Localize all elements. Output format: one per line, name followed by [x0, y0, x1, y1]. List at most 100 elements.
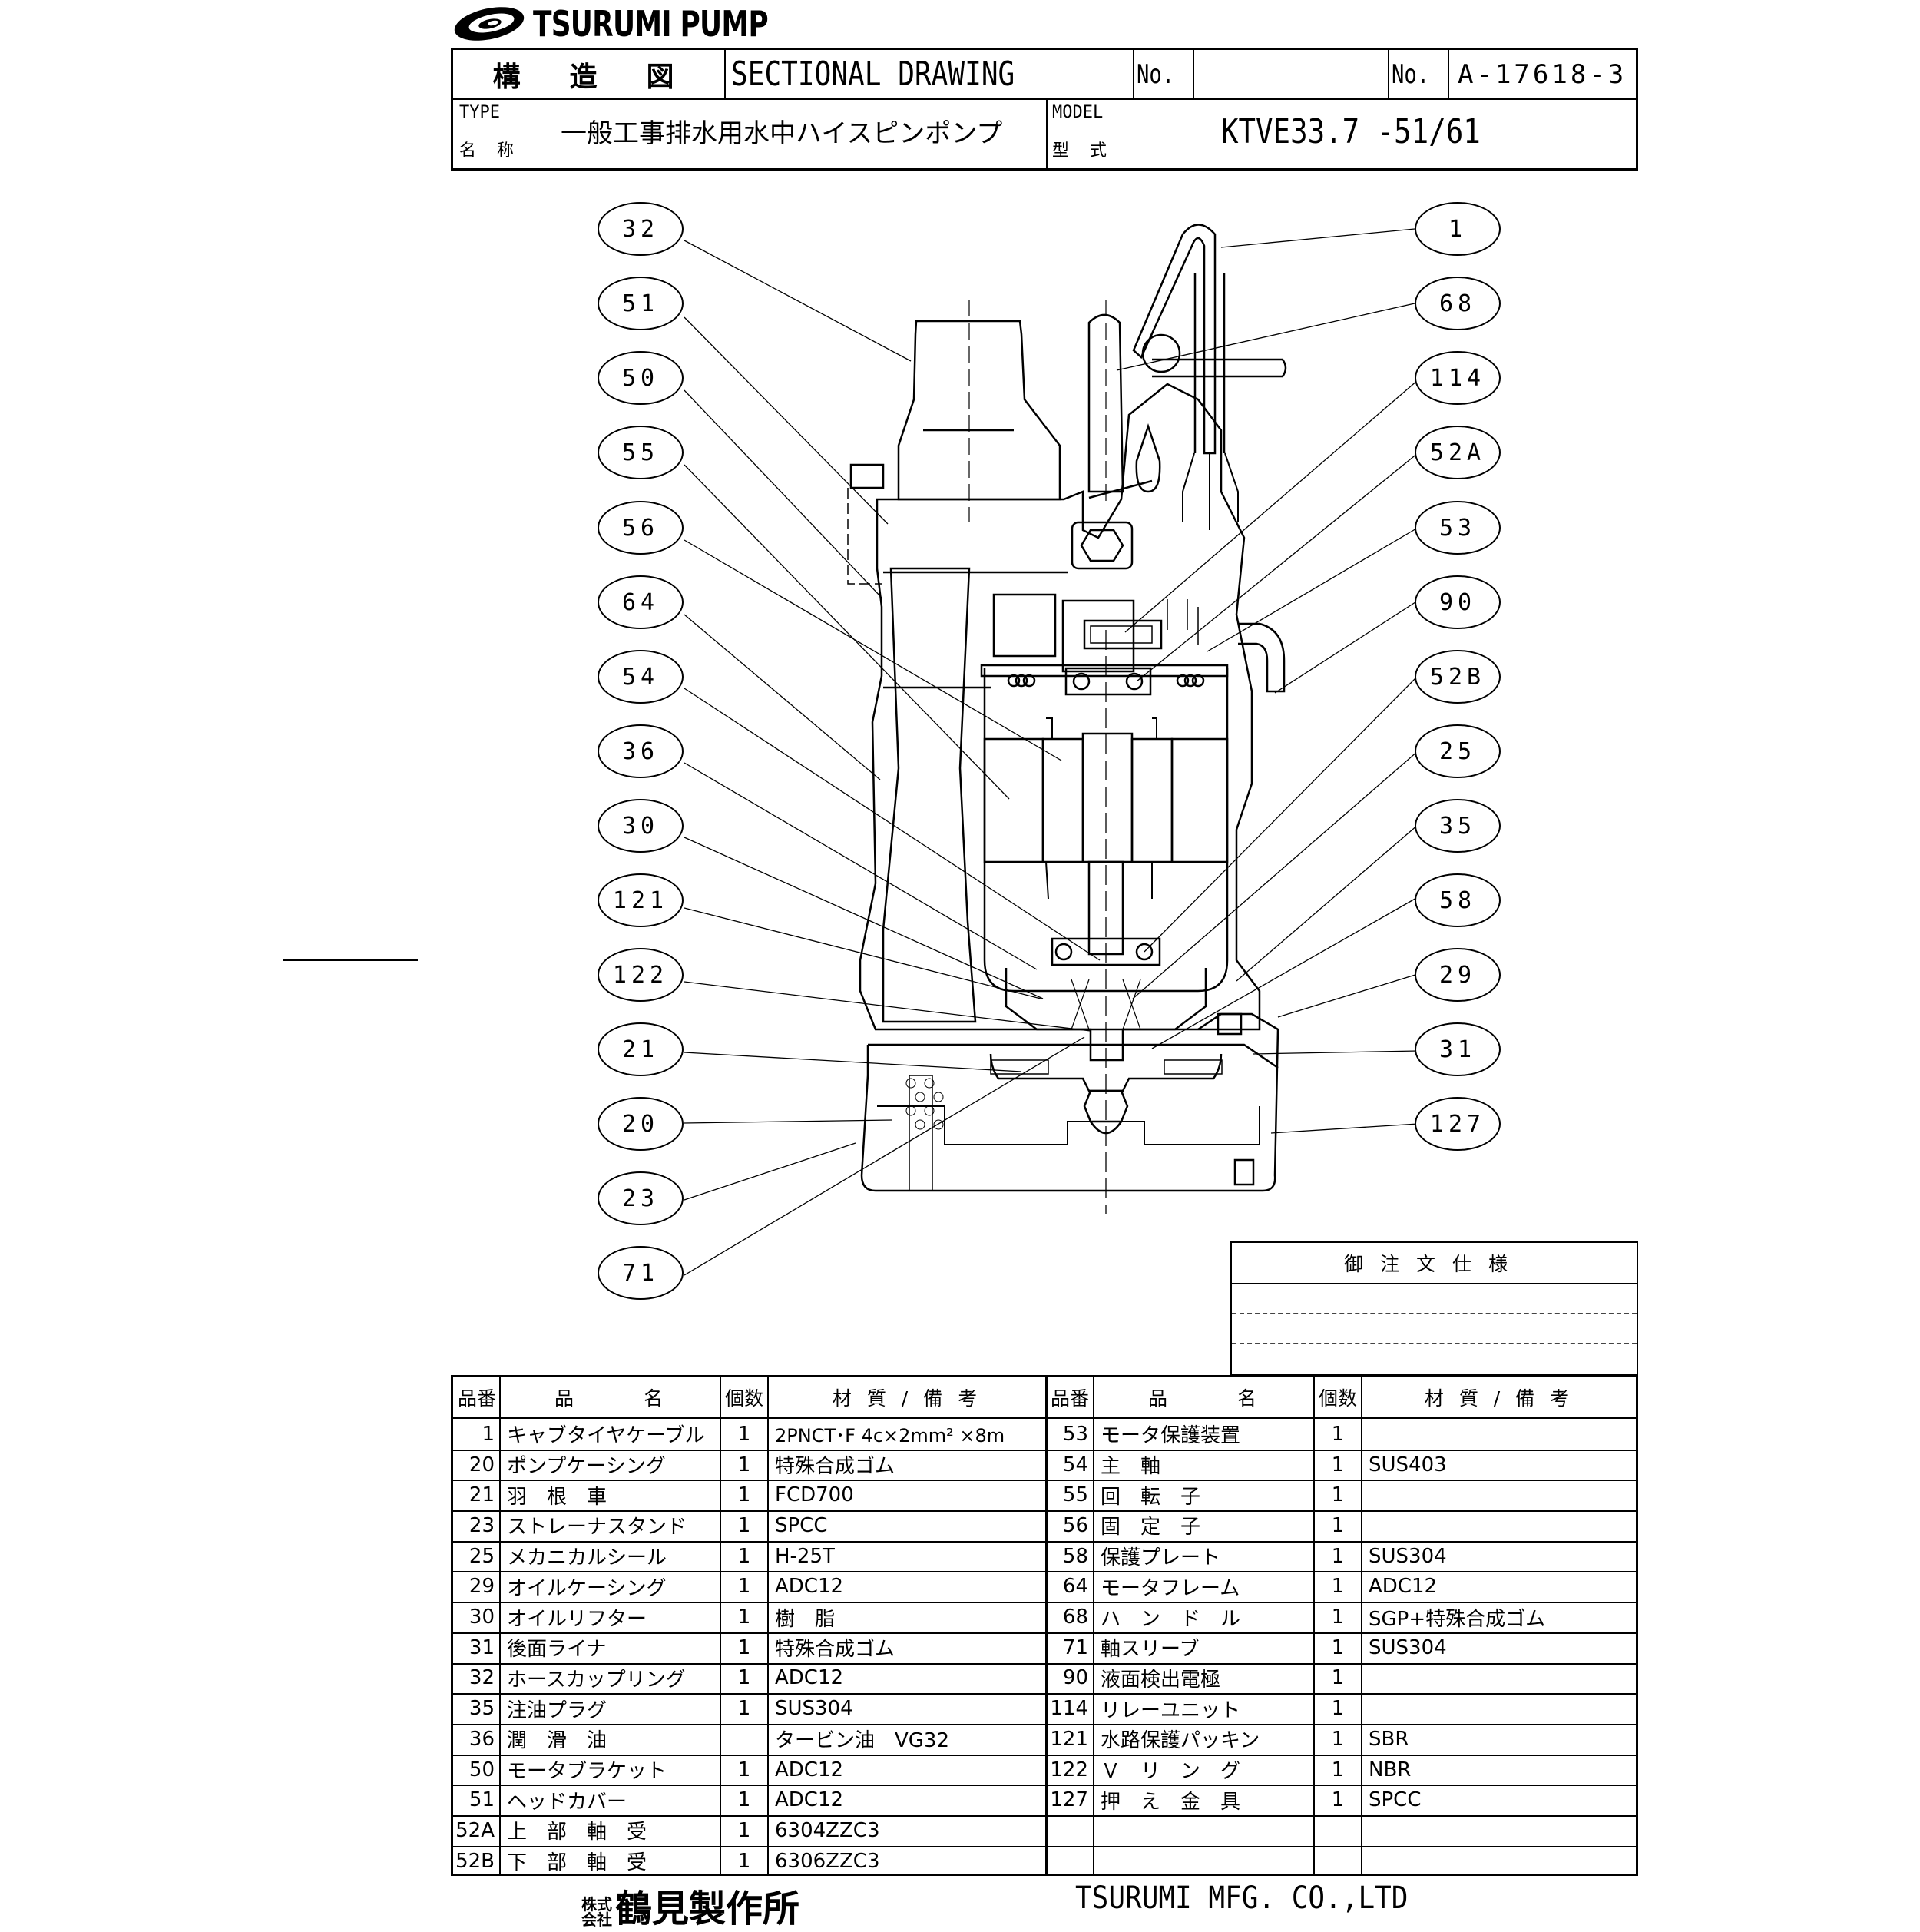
callout-56: 56: [598, 501, 684, 555]
cell-name: 下 部 軸 受: [507, 1851, 647, 1875]
cell-name: 潤 滑 油: [507, 1729, 607, 1753]
header-qty: 個数: [1318, 1387, 1357, 1410]
cell-qty: [1315, 1815, 1361, 1846]
drawing-type-jp: 構 造 図: [492, 61, 685, 93]
header-no: 品番: [457, 1387, 496, 1410]
cell-no: 35: [468, 1697, 495, 1721]
divider: [1448, 50, 1449, 98]
cell-qty: 1: [1331, 1666, 1345, 1690]
callout-64: 64: [598, 575, 684, 629]
company-logo: TSURUMI PUMP: [452, 3, 834, 45]
cell-material: FCD700: [775, 1483, 854, 1507]
cell-qty: 1: [737, 1575, 751, 1599]
cell-name: メカニカルシール: [507, 1546, 667, 1570]
cell-material: SBR: [1369, 1727, 1409, 1751]
cell-material: SUS304: [1369, 1635, 1447, 1659]
parts-table-header: 品番 品 名 個数 材 質 / 備 考 品番 品 名 個数 材 質 / 備 考: [453, 1377, 1636, 1419]
cell-name: 保護プレート: [1101, 1546, 1221, 1570]
cell-material: H-25T: [775, 1544, 835, 1568]
cell-name: オイルケーシング: [507, 1576, 667, 1600]
cell-name: 軸スリーブ: [1101, 1638, 1200, 1662]
callout-1: 1: [1415, 202, 1501, 256]
divider: [1133, 50, 1134, 98]
cell-no: 114: [1050, 1697, 1088, 1721]
callout-71: 71: [598, 1246, 684, 1300]
cell-qty: 1: [737, 1788, 751, 1812]
callout-30: 30: [598, 799, 684, 853]
header-name: 品 名: [1147, 1387, 1260, 1410]
no-label-2: No.: [1392, 58, 1430, 90]
cell-name: リレーユニット: [1101, 1698, 1241, 1722]
cell-no: 30: [468, 1606, 495, 1629]
cell-no: 1: [482, 1422, 495, 1446]
cell-name: 液面検出電極: [1101, 1668, 1221, 1692]
order-spec-title: 御注文仕様: [1232, 1243, 1637, 1284]
cell-material: SGP+特殊合成ゴム: [1369, 1607, 1546, 1631]
callout-52a: 52A: [1415, 426, 1501, 479]
cell-material: ADC12: [775, 1575, 844, 1599]
order-spec-line-1[interactable]: [1232, 1313, 1637, 1314]
cell-qty: 1: [1331, 1544, 1345, 1568]
col-divider: [499, 1377, 501, 1874]
col-divider: [1361, 1377, 1362, 1874]
cell-no: 121: [1050, 1727, 1088, 1751]
cell-no: 71: [1062, 1635, 1088, 1659]
cell-no: 51: [468, 1788, 495, 1812]
callout-121: 121: [598, 873, 684, 927]
tsurumi-swirl-icon: [454, 7, 525, 41]
cell-qty: 1: [737, 1635, 751, 1659]
cell-no: 53: [1062, 1422, 1088, 1446]
cell-no: 54: [1062, 1453, 1088, 1476]
cell-material: ADC12: [775, 1666, 844, 1690]
header-material: 材 質 / 備 考: [1424, 1387, 1574, 1410]
sectional-drawing: [283, 224, 1418, 1276]
cell-material: [1362, 1480, 1636, 1510]
cell-no: 122: [1050, 1758, 1088, 1781]
cell-name: 後面ライナ: [507, 1638, 607, 1662]
callout-68: 68: [1415, 277, 1501, 330]
cell-qty: 1: [1331, 1453, 1345, 1476]
cell-no: 52A: [455, 1818, 495, 1842]
cell-name: ヘッドカバー: [507, 1790, 627, 1814]
cell-name: 固 定 子: [1101, 1516, 1201, 1539]
cell-no: 50: [468, 1758, 495, 1781]
leader-lines-left: [684, 240, 1101, 1276]
parts-table: 品番 品 名 個数 材 質 / 備 考 品番 品 名 個数 材 質 / 備 考 …: [451, 1375, 1638, 1876]
callout-51: 51: [598, 277, 684, 330]
cell-material: NBR: [1369, 1758, 1412, 1781]
cell-material: ADC12: [1369, 1575, 1438, 1599]
cell-qty: 1: [1331, 1513, 1345, 1537]
title-block: 構 造 図 SECTIONAL DRAWING No. No. A-17618-…: [451, 48, 1638, 171]
cell-name: 上 部 軸 受: [507, 1821, 647, 1844]
col-divider: [1093, 1377, 1094, 1874]
callout-21: 21: [598, 1022, 684, 1076]
cell-qty: 1: [737, 1606, 751, 1629]
order-spec-line-2[interactable]: [1232, 1343, 1637, 1344]
cell-material: SUS304: [775, 1697, 853, 1721]
cell-material: タービン油 VG32: [775, 1729, 950, 1753]
cell-material: 6304ZZC3: [775, 1818, 880, 1842]
company-name-jp: 株式会社鶴見製作所: [581, 1878, 799, 1932]
cell-no: 127: [1050, 1788, 1088, 1812]
callout-29: 29: [1415, 948, 1501, 1002]
cell-no: 68: [1062, 1606, 1088, 1629]
cell-name: 回 転 子: [1101, 1485, 1201, 1509]
no-label-1: No.: [1137, 58, 1175, 90]
cell-name: キャブタイヤケーブル: [507, 1424, 705, 1448]
cell-qty: 1: [1331, 1422, 1345, 1446]
divider: [724, 50, 726, 98]
cell-qty: 1: [737, 1544, 751, 1568]
cell-name: 水路保護パッキン: [1101, 1729, 1260, 1753]
col-divider: [720, 1377, 721, 1874]
callout-122: 122: [598, 948, 684, 1002]
type-label-jp: 名 称: [459, 141, 521, 161]
col-divider: [767, 1377, 769, 1874]
cell-name: モータブラケット: [507, 1760, 667, 1784]
col-divider: [1045, 1377, 1048, 1874]
cell-no: [1047, 1815, 1093, 1846]
